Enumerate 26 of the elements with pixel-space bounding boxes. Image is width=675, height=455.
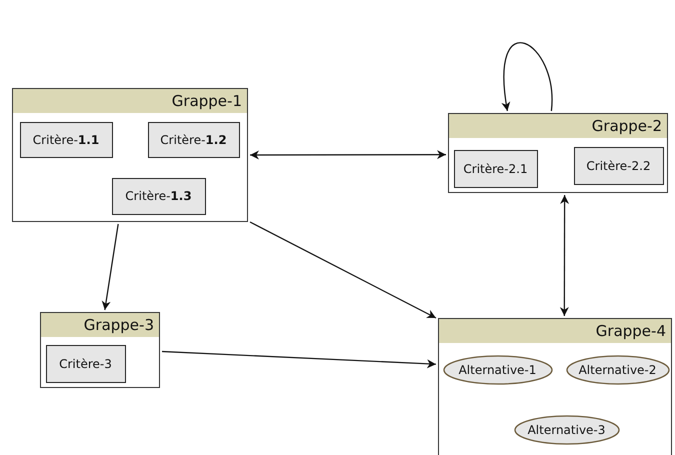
criterion-box: Critère-1.2 (148, 122, 240, 158)
alternative-ellipse (442, 354, 552, 384)
criterion-box: Critère-3 (46, 344, 126, 382)
alternative-label: Alternative-3 (528, 422, 606, 436)
cluster-title: Grappe-1 (13, 89, 247, 113)
arrow (162, 350, 436, 368)
cluster-box (12, 88, 248, 222)
alternative-ellipse (566, 354, 670, 384)
arrow (102, 224, 119, 310)
cluster-title: Grappe-4 (439, 319, 671, 343)
arrow (250, 150, 446, 160)
cluster-box (448, 113, 668, 193)
criterion-box: Critère-2.1 (454, 150, 538, 188)
cluster-box (438, 318, 672, 455)
alternative-label: Alternative-2 (578, 362, 656, 376)
alternative-ellipse (514, 414, 620, 444)
criterion-box: Critère-1.1 (20, 122, 112, 158)
cluster-title: Grappe-3 (41, 313, 159, 337)
cluster-box (40, 312, 160, 388)
arrow (560, 195, 570, 316)
alternative-label: Alternative-1 (458, 362, 536, 376)
criterion-box: Critère-1.3 (112, 178, 206, 214)
arrow (250, 221, 436, 319)
criterion-box: Critère-2.2 (574, 146, 664, 184)
arrow (502, 42, 552, 112)
cluster-title: Grappe-2 (449, 114, 667, 138)
